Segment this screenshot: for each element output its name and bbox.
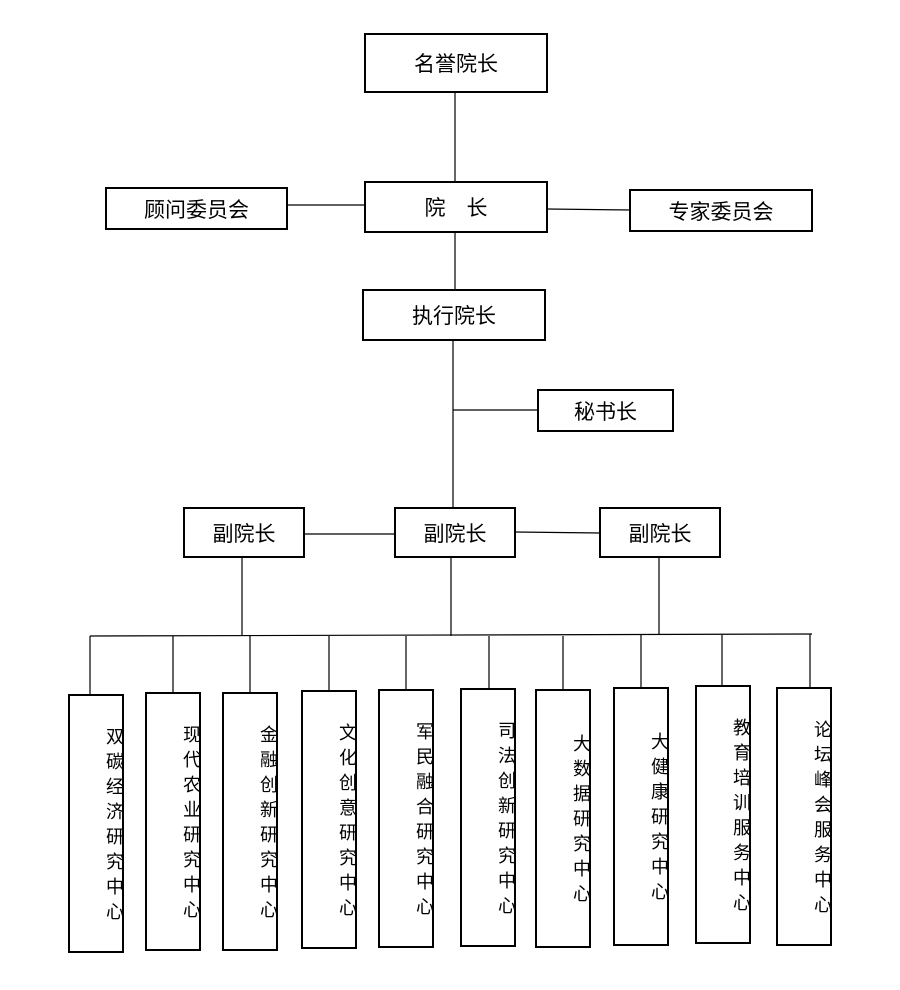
center-box: 大数据研究中心 [535, 689, 591, 948]
advisory-committee-box: 顾问委员会 [105, 187, 288, 230]
vice-president-left-box: 副院长 [183, 507, 305, 558]
center-box: 文化创意研究中心 [301, 690, 357, 949]
president-box: 院 长 [364, 181, 548, 233]
center-box: 教育培训服务中心 [695, 685, 751, 944]
expert-committee-box: 专家委员会 [629, 189, 813, 232]
center-box: 军民融合研究中心 [378, 689, 434, 948]
center-box: 论坛峰会服务中心 [776, 687, 832, 946]
center-box: 司法创新研究中心 [460, 688, 516, 947]
center-box: 双碳经济研究中心 [68, 694, 124, 953]
vice-president-right-box: 副院长 [599, 507, 721, 558]
line-president-expert [546, 208, 631, 211]
executive-president-box: 执行院长 [362, 289, 546, 341]
line-bus [89, 633, 813, 637]
center-box: 金融创新研究中心 [222, 692, 278, 951]
center-box: 大健康研究中心 [613, 687, 669, 946]
honorary-president-box: 名誉院长 [364, 33, 548, 93]
secretary-general-box: 秘书长 [537, 389, 674, 432]
center-box: 现代农业研究中心 [145, 692, 201, 951]
vice-president-center-box: 副院长 [394, 507, 516, 558]
line-vice-right [514, 531, 601, 534]
